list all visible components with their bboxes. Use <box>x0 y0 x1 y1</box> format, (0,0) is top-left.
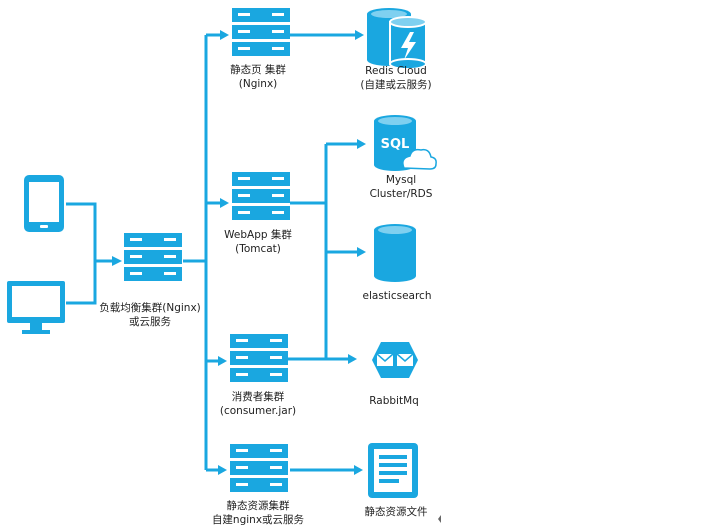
stray-marker-icon <box>438 515 441 523</box>
document-file-icon <box>368 443 418 498</box>
resource-cluster-label-line1: 静态资源集群 <box>227 499 290 512</box>
mobile-phone-icon <box>24 175 64 232</box>
desktop-monitor-icon <box>7 281 65 334</box>
resource-cluster-label-line2: 自建nginx或云服务 <box>212 513 305 526</box>
resource-cluster-server-icon <box>230 444 288 492</box>
consumer-cluster-label-line2: (consumer.jar) <box>220 405 296 417</box>
mysql-label-line2: Cluster/RDS <box>370 188 433 200</box>
lb-label-line1: 负载均衡集群(Nginx) <box>99 301 201 314</box>
consumer-cluster-server-icon <box>230 334 288 382</box>
rabbitmq-label: RabbitMq <box>369 395 419 407</box>
mysql-sql-badge: SQL <box>381 137 410 152</box>
static-cluster-server-icon <box>232 8 290 56</box>
consumer-cluster-label-line1: 消费者集群 <box>232 390 285 403</box>
webapp-cluster-label-line2: (Tomcat) <box>235 243 281 255</box>
webapp-cluster-server-icon <box>232 172 290 220</box>
redis-database-icon <box>367 8 427 70</box>
static-cluster-label-line2: (Nginx) <box>239 78 278 90</box>
redis-label-line2: (自建或云服务) <box>360 78 431 91</box>
load-balancer-server-icon <box>124 233 182 281</box>
static-files-label: 静态资源文件 <box>365 505 428 518</box>
redis-label-line1: Redis Cloud <box>365 65 427 77</box>
mysql-database-icon <box>374 115 437 171</box>
lb-label-line2: 或云服务 <box>129 315 171 328</box>
elasticsearch-database-icon <box>374 224 416 282</box>
connectors <box>66 30 366 475</box>
mysql-label-line1: Mysql <box>386 174 416 186</box>
static-cluster-label-line1: 静态页 集群 <box>230 63 286 76</box>
elasticsearch-label: elasticsearch <box>363 290 432 302</box>
webapp-cluster-label-line1: WebApp 集群 <box>224 228 292 241</box>
rabbitmq-queue-icon <box>372 342 418 378</box>
